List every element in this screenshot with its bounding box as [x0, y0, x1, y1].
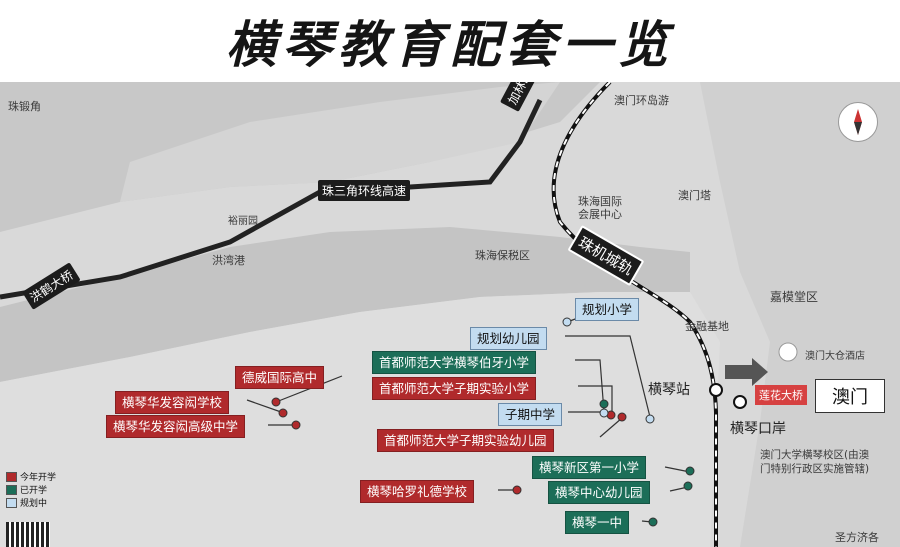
poster-title: 横琴教育配套一览 — [226, 16, 674, 74]
poster-title-bar: 横琴教育配套一览 — [0, 0, 900, 82]
label-hengqin-port: 横琴口岸 — [730, 421, 786, 437]
land-macau — [700, 82, 900, 547]
legend-swatch — [6, 471, 17, 482]
hotel-dot — [778, 342, 798, 362]
school-tag[interactable]: 首都师范大学横琴伯牙小学 — [372, 351, 537, 374]
legend-label: 今年开学 — [20, 473, 57, 483]
school-tag[interactable]: 规划小学 — [575, 298, 640, 321]
label-macau-loop: 澳门环岛游 — [614, 94, 669, 107]
label-finance: 金融基地 — [685, 320, 729, 333]
label-jiamo: 嘉模堂区 — [770, 290, 819, 304]
hengqin-port-dot — [733, 395, 747, 409]
legend-item: 今年开学 — [6, 470, 70, 483]
macau-arrow — [725, 358, 768, 386]
land-zhuhai-north — [120, 82, 560, 202]
label-top-left: 珠锻角 — [8, 100, 41, 113]
label-macau: 澳门 — [832, 387, 868, 408]
legend-item: 规划中 — [6, 496, 70, 509]
label-bottom-right: 圣方济各 — [835, 531, 879, 544]
school-tag[interactable]: 横琴哈罗礼德学校 — [360, 480, 475, 503]
school-tag[interactable]: 横琴新区第一小学 — [532, 456, 647, 479]
hengqin-station-dot — [709, 383, 723, 397]
leader-lines — [246, 309, 691, 523]
label-hongwan: 洪湾港 — [212, 254, 245, 267]
label-macau-tower: 澳门塔 — [678, 189, 711, 202]
water-river — [0, 227, 690, 382]
school-tag[interactable]: 横琴华发容闳学校 — [115, 391, 230, 414]
label-lotus-bridge: 莲花大桥 — [755, 385, 807, 405]
label-hotel: 澳门大仓酒店 — [805, 351, 865, 362]
legend-label: 已开学 — [20, 486, 48, 496]
school-tag[interactable]: 横琴华发容闳高级中学 — [106, 415, 246, 438]
label-hengqin-station: 横琴站 — [648, 382, 690, 398]
legend-swatch — [6, 497, 17, 508]
school-tag[interactable]: 规划幼儿园 — [470, 327, 547, 350]
label-convention: 珠海国际 会展中心 — [578, 195, 622, 221]
label-yuling: 裕丽园 — [228, 216, 258, 227]
school-tag[interactable]: 德威国际高中 — [235, 366, 325, 389]
land-hengqin — [0, 292, 720, 547]
school-tag[interactable]: 首都师范大学子期实验小学 — [372, 377, 537, 400]
school-tag[interactable]: 横琴中心幼儿园 — [548, 481, 650, 504]
school-dots — [271, 317, 695, 527]
label-bonded: 珠海保税区 — [475, 249, 530, 262]
label-expressway: 珠三角环线高速 — [318, 180, 411, 201]
school-tag[interactable]: 首都师范大学子期实验幼儿园 — [377, 429, 554, 452]
legend: 今年开学 已开学 规划中 — [6, 470, 70, 509]
map-area: 珠锻角 加林山隧道 珠三角环线高速 裕丽园 洪湾港 洪鹤大桥 珠海国际 会展中心… — [0, 82, 900, 547]
school-tag[interactable]: 横琴一中 — [565, 511, 630, 534]
label-um-campus: 澳门大学横琴校区(由澳 门特别行政区实施管辖) — [760, 449, 870, 475]
legend-swatch — [6, 484, 17, 495]
compass-icon — [838, 102, 878, 142]
macau-box: 澳门 — [815, 379, 885, 413]
school-tag[interactable]: 子期中学 — [498, 403, 563, 426]
map-base — [0, 82, 900, 547]
qr-code-icon — [6, 522, 50, 547]
legend-item: 已开学 — [6, 483, 70, 496]
legend-label: 规划中 — [20, 499, 48, 509]
